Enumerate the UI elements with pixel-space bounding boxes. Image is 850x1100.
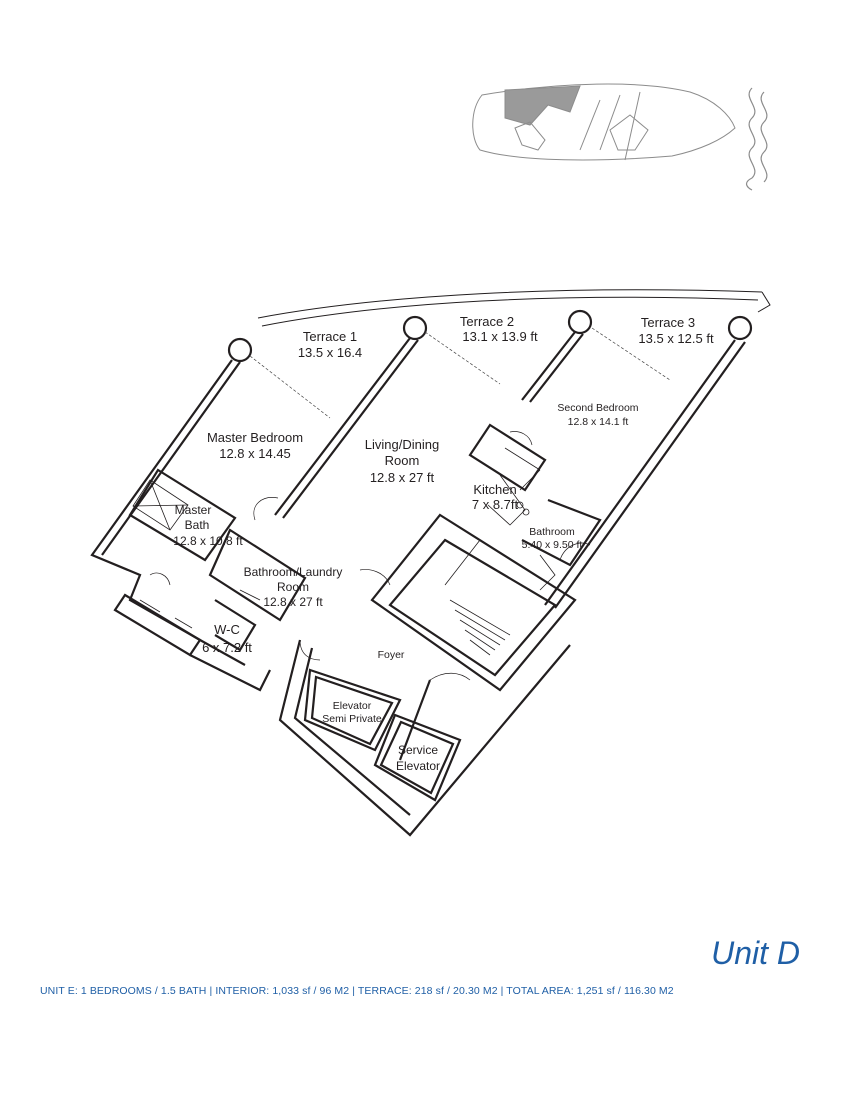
terrace-1-name: Terrace 1	[303, 329, 357, 344]
second-bedroom-name: Second Bedroom	[557, 402, 638, 414]
bathroom-laundry-size: 12.8 x 27 ft	[263, 595, 323, 609]
elevator-semi-private-name-1: Elevator	[333, 700, 372, 712]
service-elevator-name-2: Elevator	[396, 759, 440, 773]
terrace-3-size: 13.5 x 12.5 ft	[638, 331, 714, 346]
master-bedroom-size: 12.8 x 14.45	[219, 446, 291, 461]
terrace-2-name: Terrace 2	[460, 314, 514, 329]
bathroom-laundry-name-1: Bathroom/Laundry	[244, 565, 343, 579]
service-elevator-name-1: Service	[398, 743, 438, 757]
living-dining-name-1: Living/Dining	[365, 437, 439, 452]
bathroom-name: Bathroom	[529, 526, 575, 538]
room-labels: Terrace 1 13.5 x 16.4 Terrace 2 13.1 x 1…	[173, 314, 714, 773]
kitchen-size: 7 x 8.7ft	[472, 497, 519, 512]
living-dining-name-2: Room	[385, 453, 420, 468]
kitchen-name: Kitchen	[473, 482, 516, 497]
master-bath-name-2: Bath	[185, 518, 210, 532]
living-dining-size: 12.8 x 27 ft	[370, 470, 435, 485]
bathroom-size: 5.40 x 9.50 ft	[522, 539, 583, 551]
master-bath-name-1: Master	[175, 503, 212, 517]
columns	[227, 309, 753, 363]
master-bath-size: 12.8 x 10.8 ft	[173, 534, 243, 548]
elevator-semi-private-name-2: Semi Private	[322, 713, 382, 725]
wc-name: W-C	[214, 622, 240, 637]
key-plan	[472, 83, 768, 191]
terrace-1-size: 13.5 x 16.4	[298, 345, 362, 360]
unit-summary: UNIT E: 1 BEDROOMS / 1.5 BATH | INTERIOR…	[40, 985, 674, 997]
bathroom-laundry-name-2: Room	[277, 580, 309, 594]
wc-size: 6 x 7.2 ft	[202, 640, 252, 655]
unit-title: Unit D	[711, 935, 800, 971]
second-bedroom-size: 12.8 x 14.1 ft	[568, 416, 629, 428]
walls	[90, 327, 746, 837]
master-bedroom-name: Master Bedroom	[207, 430, 303, 445]
terrace-2-size: 13.1 x 13.9 ft	[462, 329, 538, 344]
foyer-name: Foyer	[378, 649, 405, 661]
terrace-3-name: Terrace 3	[641, 315, 695, 330]
key-plan-highlight	[504, 85, 581, 126]
terrace-edge	[257, 289, 771, 327]
